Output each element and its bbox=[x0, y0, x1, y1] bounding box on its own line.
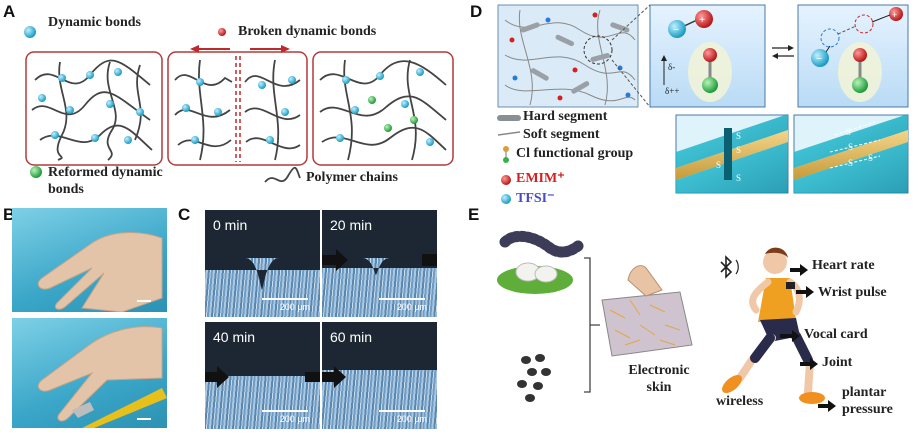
reformed-bond-legend-icon bbox=[30, 166, 42, 178]
micrograph-0min: 0 min 200 μm bbox=[205, 210, 320, 317]
runner-figure bbox=[722, 247, 825, 404]
dynamic-bonds-box-3 bbox=[336, 68, 434, 146]
broken-bonds-label: Broken dynamic bonds bbox=[238, 24, 377, 39]
seeds-icon bbox=[517, 354, 551, 402]
s-label-1: S bbox=[736, 131, 742, 141]
polymer-chain-legend-icon bbox=[264, 166, 301, 183]
broken-bond-legend-icon bbox=[218, 28, 226, 36]
polymer-network-2 bbox=[174, 59, 301, 161]
right-pull-arrow-head bbox=[281, 45, 290, 53]
zoom-line-top bbox=[611, 4, 651, 41]
emim-cation-icon bbox=[695, 10, 713, 28]
network-box-broken bbox=[167, 51, 308, 166]
scale-label-20: 200 μm bbox=[396, 302, 427, 312]
zoom-line-bottom bbox=[611, 59, 651, 108]
hard-segments bbox=[520, 22, 630, 94]
dynamic-bonds-label: Dynamic bonds bbox=[48, 15, 141, 30]
scale-bar-20 bbox=[379, 298, 425, 300]
delta-minus-label: δ- bbox=[668, 62, 676, 72]
panel-label-a: A bbox=[3, 2, 16, 21]
s-label-6: S bbox=[848, 142, 854, 152]
micrograph-20min: 20 min 200 μm bbox=[322, 210, 437, 317]
legend-tfsi: TFSI⁻ bbox=[516, 191, 555, 206]
soft-segment-icon bbox=[497, 131, 521, 136]
sensor-arrows bbox=[780, 264, 836, 412]
arrow-right-icon bbox=[322, 366, 346, 388]
bluetooth-icon bbox=[720, 255, 733, 279]
source-bracket bbox=[584, 257, 600, 393]
s-label-2: S bbox=[736, 145, 742, 155]
zoom-circle bbox=[583, 35, 613, 65]
network-box-intact bbox=[25, 51, 163, 166]
arrow-right-icon bbox=[205, 366, 229, 388]
dynamic-bond-legend-icon bbox=[24, 26, 36, 38]
s-label-3: S bbox=[716, 160, 722, 170]
plantar-pressure-label: plantar pressure bbox=[842, 385, 893, 417]
glove-photo-intact bbox=[12, 208, 167, 312]
s-label-5: S bbox=[846, 127, 852, 137]
scale-label-0: 200 μm bbox=[279, 302, 310, 312]
scale-bar-0 bbox=[262, 298, 308, 300]
svg-text:−: − bbox=[816, 53, 822, 65]
scale-bar-40 bbox=[262, 410, 308, 412]
s-label-8: S bbox=[868, 153, 874, 163]
heart-rate-label: Heart rate bbox=[812, 258, 875, 273]
scale-label-40: 200 μm bbox=[279, 414, 310, 424]
s-label-4: S bbox=[736, 173, 742, 183]
s-label-7: S bbox=[848, 158, 854, 168]
tfsi-legend-icon bbox=[501, 194, 511, 204]
scale-label-60: 200 μm bbox=[396, 414, 427, 424]
vocal-card-label: Vocal card bbox=[804, 327, 868, 342]
legend-soft-segment: Soft segment bbox=[523, 127, 600, 142]
dynamic-bonds-box-2 bbox=[182, 76, 296, 144]
micrograph-60min: 60 min 200 μm bbox=[322, 322, 437, 429]
hard-segment-icon bbox=[497, 115, 521, 121]
legend-cl-group: Cl functional group bbox=[516, 146, 634, 161]
time-label-60: 60 min bbox=[330, 329, 373, 345]
time-label-20: 20 min bbox=[330, 217, 373, 233]
network-box-healed bbox=[312, 51, 454, 166]
cl-group-icon bbox=[503, 146, 509, 163]
panel-label-c: C bbox=[178, 205, 191, 224]
wireless-label: wireless bbox=[716, 394, 764, 409]
reformed-bonds-label: Reformed dynamic bonds bbox=[48, 165, 163, 197]
svg-text:+: + bbox=[892, 10, 897, 20]
tfsi-anion-icon bbox=[668, 20, 686, 38]
joint-label: Joint bbox=[822, 355, 853, 370]
svg-text:−: − bbox=[673, 24, 679, 36]
ion-dots bbox=[509, 12, 631, 101]
time-label-0: 0 min bbox=[213, 217, 248, 233]
emim-legend-icon bbox=[501, 175, 511, 185]
silkworm-icon bbox=[497, 230, 584, 294]
svg-text:+: + bbox=[699, 14, 705, 26]
dynamic-bonds-box-1 bbox=[38, 68, 144, 144]
finger-icon bbox=[627, 265, 663, 297]
arrow-left-icon bbox=[322, 249, 348, 271]
polymer-network-box bbox=[497, 4, 639, 108]
micrograph-40min: 40 min 200 μm bbox=[205, 322, 320, 429]
panel-label-d: D bbox=[470, 2, 483, 21]
disulfide-bond-lines bbox=[829, 121, 881, 169]
glove-photo-cut bbox=[12, 318, 167, 428]
electronic-skin-label: Electronic skin bbox=[628, 363, 690, 395]
left-pull-arrow-head bbox=[190, 45, 199, 53]
panel-label-e: E bbox=[468, 205, 480, 224]
scale-bar-60 bbox=[379, 410, 425, 412]
wrist-pulse-label: Wrist pulse bbox=[818, 285, 887, 300]
time-label-40: 40 min bbox=[213, 329, 256, 345]
legend-hard-segment: Hard segment bbox=[523, 109, 608, 124]
electronic-skin-icon bbox=[601, 291, 693, 357]
polymer-chains-label: Polymer chains bbox=[306, 170, 398, 185]
delta-plus-label: δ++ bbox=[665, 86, 680, 96]
legend-emim: EMIM⁺ bbox=[516, 171, 565, 186]
